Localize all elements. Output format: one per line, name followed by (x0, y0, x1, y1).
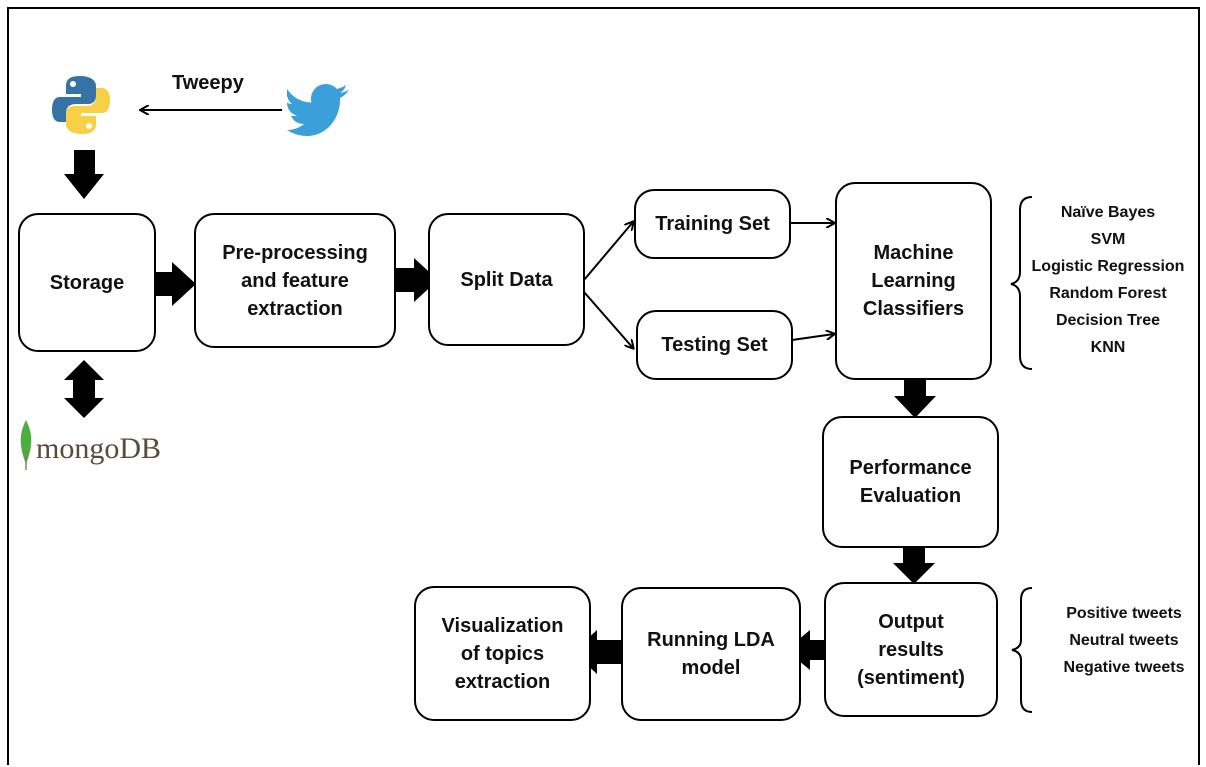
mongodb-leaf-icon (20, 420, 32, 470)
classifier-item: KNN (1090, 339, 1126, 356)
visualization-box: Visualization of topics extraction (414, 586, 591, 721)
preprocessing-to-split-arrow (395, 258, 438, 302)
running-lda-box: Running LDA model (621, 587, 801, 721)
classifier-list: Naïve Bayes SVM Logistic Regression Rand… (1028, 199, 1188, 361)
split-data-box: Split Data (428, 213, 585, 346)
split-to-testing-arrow (583, 291, 633, 348)
classifiers-to-evaluation-arrow (894, 380, 936, 418)
diagram-frame (7, 7, 1200, 765)
classifier-item: Decision Tree (1055, 312, 1161, 329)
classifier-item: SVM (1090, 231, 1126, 248)
python-to-storage-arrow (64, 150, 104, 199)
storage-to-preprocessing-arrow (155, 262, 196, 306)
split-to-training-arrow (583, 222, 633, 281)
storage-box: Storage (18, 213, 156, 352)
storage-mongodb-arrow (64, 360, 104, 418)
sentiment-item: Negative tweets (1063, 659, 1185, 676)
sentiment-item: Neutral tweets (1069, 632, 1179, 649)
python-icon (52, 76, 110, 134)
training-set-box: Training Set (634, 189, 791, 259)
preprocessing-box: Pre-processing and feature extraction (194, 213, 396, 348)
classifier-item: Naïve Bayes (1060, 204, 1156, 221)
output-to-lda-arrow (786, 630, 826, 670)
output-results-box: Output results (sentiment) (824, 582, 998, 717)
tweepy-label: Tweepy (172, 72, 244, 94)
performance-evaluation-box: Performance Evaluation (822, 416, 999, 548)
sentiment-list: Positive tweets Neutral tweets Negative … (1048, 600, 1200, 681)
mongodb-label: mongoDB (36, 432, 162, 465)
testing-set-box: Testing Set (636, 310, 793, 380)
twitter-bird-icon (287, 84, 349, 136)
classifier-item: Logistic Regression (1031, 258, 1185, 275)
testing-to-classifiers-arrow (791, 334, 834, 341)
classifier-item: Random Forest (1049, 285, 1167, 302)
sentiment-item: Positive tweets (1066, 605, 1182, 622)
evaluation-to-output-arrow (893, 546, 935, 584)
ml-classifiers-box: Machine Learning Classifiers (835, 182, 992, 380)
classifier-brace (1010, 196, 1033, 370)
sentiment-brace (1011, 587, 1033, 713)
mongodb-logo: mongoDB (18, 418, 162, 474)
